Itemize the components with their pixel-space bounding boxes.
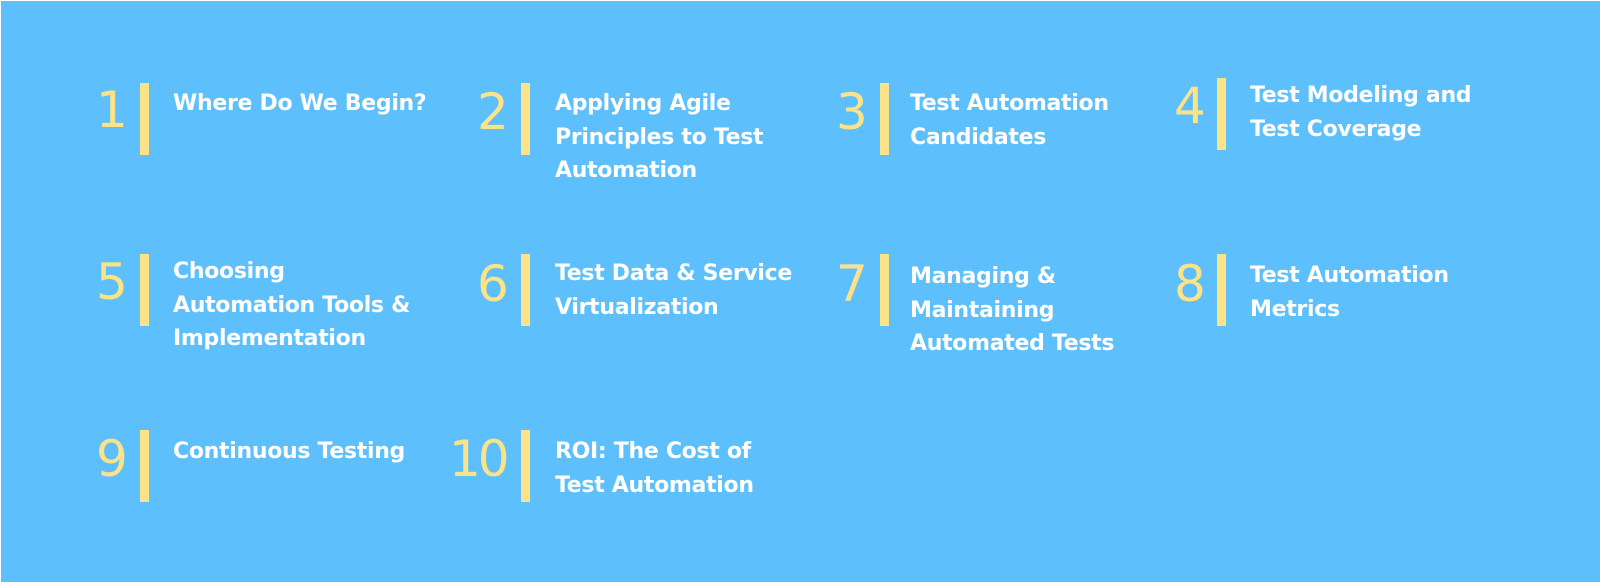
divider-bar (140, 254, 149, 326)
item-title: Continuous Testing (173, 439, 406, 464)
item-title: Test Data & Service Virtualization (555, 261, 793, 320)
item-title: Test Modeling and Test Coverage (1250, 83, 1472, 142)
item-title: ROI: The Cost of Test Automation (555, 439, 754, 498)
item-title: Choosing Automation Tools & Implementati… (173, 259, 410, 351)
item-number: 3 (836, 83, 868, 141)
divider-bar (140, 430, 149, 502)
divider-bar (1217, 254, 1226, 326)
item-title: Test Automation Metrics (1250, 263, 1449, 322)
item-title: Where Do We Begin? (173, 91, 427, 116)
divider-bar (521, 83, 530, 155)
item-number: 1 (96, 81, 128, 139)
item-number: 9 (96, 430, 128, 488)
item-number: 2 (477, 83, 509, 141)
item-number: 8 (1174, 255, 1206, 313)
divider-bar (521, 254, 530, 326)
item-title: Managing & Maintaining Automated Tests (910, 264, 1115, 356)
divider-bar (880, 254, 889, 326)
item-title: Applying Agile Principles to Test Automa… (555, 91, 764, 183)
divider-bar (140, 83, 149, 155)
divider-bar (521, 430, 530, 502)
item-number: 6 (477, 255, 509, 313)
item-number: 4 (1174, 77, 1206, 135)
item-number: 10 (449, 430, 510, 488)
divider-bar (1217, 78, 1226, 150)
item-number: 7 (836, 255, 868, 313)
item-title: Test Automation Candidates (910, 91, 1109, 150)
item-number: 5 (96, 253, 128, 311)
divider-bar (880, 83, 889, 155)
